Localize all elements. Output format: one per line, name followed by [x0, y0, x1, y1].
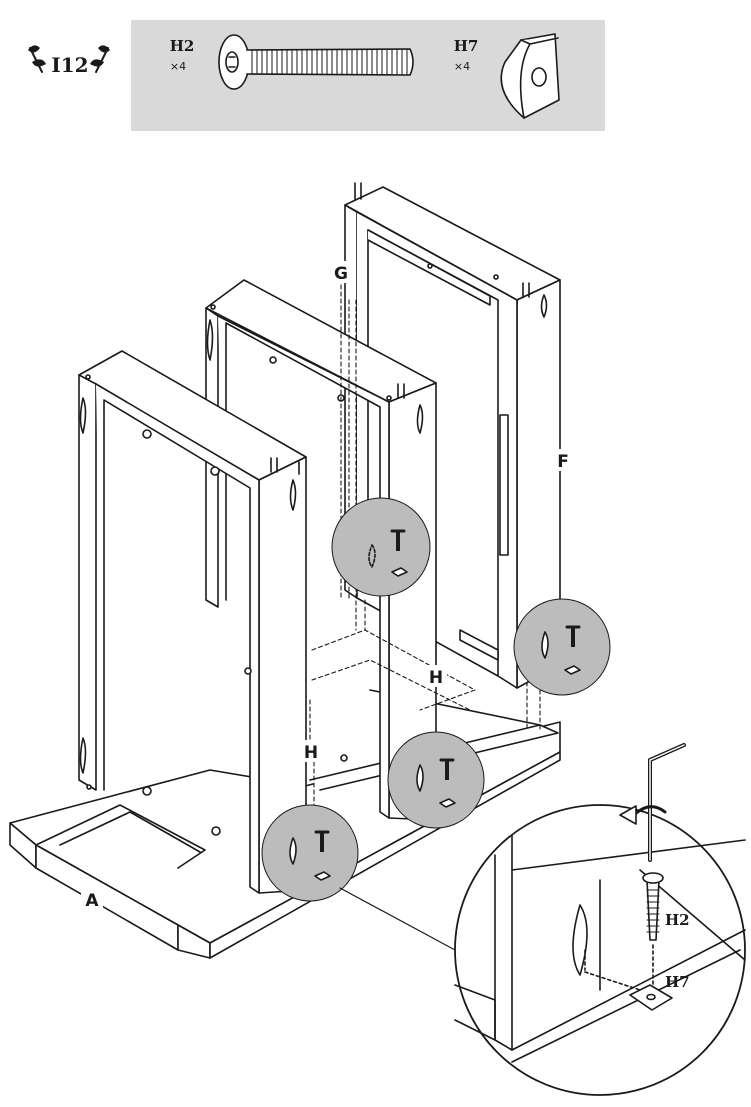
- bolt-icon: [218, 34, 414, 90]
- highlight-circle-f: [513, 598, 611, 696]
- leaf-icon: [90, 45, 110, 73]
- label-a: A: [85, 891, 99, 911]
- label-h-left: H: [304, 743, 318, 763]
- barrel-nut-icon: [500, 33, 560, 119]
- highlight-circle-h-left: [261, 804, 359, 902]
- detail-labels: H2 H7: [665, 911, 690, 991]
- panel-h: [78, 350, 307, 894]
- label-h-right: H: [429, 668, 443, 688]
- highlight-circle-g: [331, 497, 431, 597]
- highlight-circle-h-right: [387, 731, 485, 829]
- detail-magnifier: [454, 804, 746, 1096]
- parts-band: H2 ×4 H7 ×4: [131, 20, 605, 131]
- rotate-arrow-icon: [619, 805, 667, 825]
- panel-f: [344, 182, 561, 689]
- step-number: I12: [51, 53, 88, 77]
- hex-key-icon: [648, 743, 686, 862]
- detail-label-bolt: H2: [665, 911, 690, 929]
- leaf-icon: [28, 45, 46, 73]
- step-header: I12: [28, 45, 110, 77]
- panel-g: [205, 279, 437, 821]
- label-f: F: [557, 452, 569, 472]
- detail-connector-line: [339, 887, 456, 951]
- part-quantity-h2: ×4: [170, 60, 186, 73]
- part-quantity-h7: ×4: [454, 60, 470, 73]
- detail-label-nut: H7: [665, 973, 690, 991]
- part-code-h2: H2: [170, 37, 195, 55]
- part-code-h7: H7: [454, 37, 479, 55]
- label-g: G: [334, 264, 348, 284]
- panel-labels: A F G H H: [81, 261, 574, 911]
